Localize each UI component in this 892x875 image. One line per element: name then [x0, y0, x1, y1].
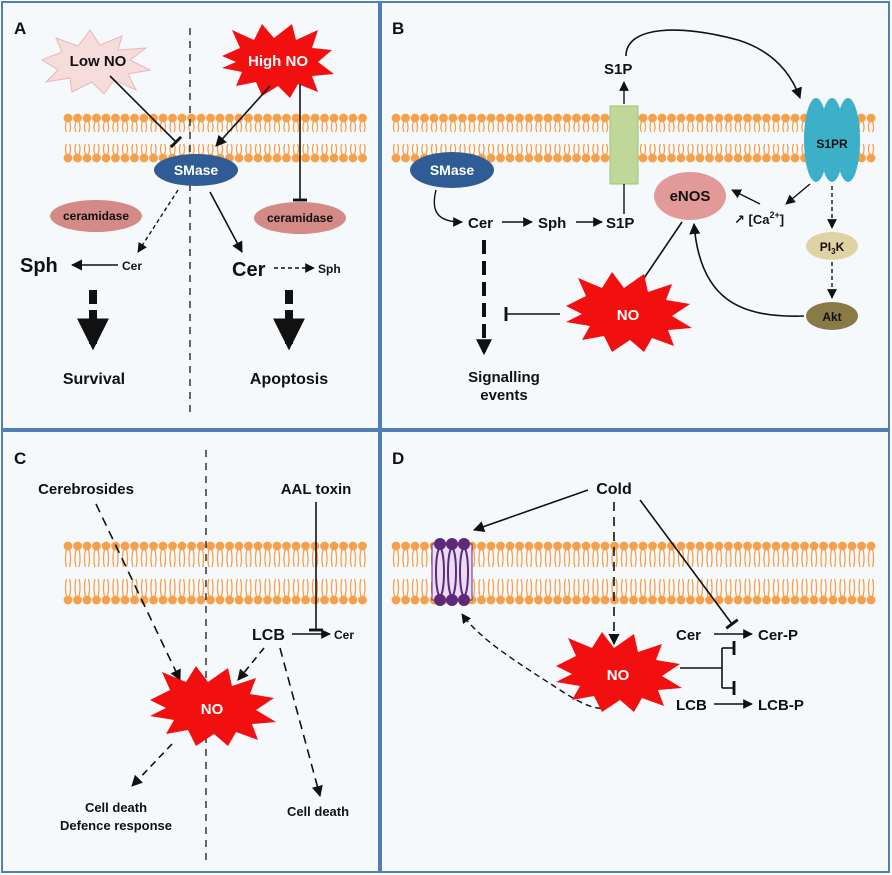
smase-b-label: SMase [430, 162, 475, 178]
smase-to-cer [433, 189, 463, 227]
enos [654, 172, 726, 220]
ceramidase-right [254, 202, 346, 234]
s1pr-label: S1PR [816, 137, 848, 151]
cerebrosides-label: Cerebrosides [38, 481, 134, 498]
lcb-d-label: LCB [676, 697, 707, 714]
pi3k [806, 232, 858, 260]
panel-b-frame [380, 1, 890, 430]
s1p-top-label: S1P [604, 61, 632, 78]
no-star-c [150, 666, 276, 746]
no-to-cell-death-left [131, 743, 173, 787]
no-label-c: NO [201, 701, 224, 718]
ceramidase-right-label: ceramidase [267, 211, 333, 225]
cer-c-label: Cer [334, 628, 354, 642]
cold-to-channel [472, 489, 589, 532]
calcium-to-enos [731, 189, 761, 205]
s1p-channel [609, 105, 639, 185]
panel-b: B S1P S1PR SMase eNOS ↗ [Ca2+] PI3K Akt … [392, 19, 860, 404]
panel-b-letter: B [392, 19, 404, 38]
low-no-star [40, 29, 152, 95]
cold-label: Cold [596, 481, 632, 498]
membrane-c [63, 541, 367, 605]
panel-a-letter: A [14, 19, 26, 38]
panel-d: D Cold NO Cer Cer-P LCB LCB-P [392, 449, 804, 714]
enos-label: eNOS [670, 188, 711, 205]
s1pr-to-calcium [785, 183, 811, 205]
no-to-channel-feedback [461, 613, 615, 710]
cer-right-label: Cer [232, 259, 266, 281]
ceramidase-left-label: ceramidase [63, 209, 129, 223]
panel-d-letter: D [392, 449, 404, 468]
smase-b [410, 152, 494, 188]
membrane-d [391, 541, 876, 605]
high-no-label: High NO [248, 53, 308, 70]
cell-death-left-2: Defence response [60, 818, 172, 833]
low-no-inhibit [109, 75, 183, 149]
smase-a [154, 154, 238, 186]
smase-to-cer-left [137, 189, 179, 253]
signalling-label-2: events [480, 387, 528, 404]
cell-death-right: Cell death [287, 804, 349, 819]
lcb-to-cell-death [279, 647, 323, 798]
signalling-label-1: Signalling [468, 369, 540, 386]
cer-left-label: Cer [122, 259, 142, 273]
sph-b-label: Sph [538, 215, 566, 232]
apoptosis-label: Apoptosis [250, 371, 328, 388]
no-star-b [566, 272, 692, 352]
survival-label: Survival [63, 371, 125, 388]
no-star-d [556, 632, 682, 712]
purple-channel [431, 538, 473, 606]
sph-right-label: Sph [318, 262, 341, 276]
akt-to-enos [689, 222, 805, 317]
cold-inhibit-cer [639, 499, 739, 630]
akt-label: Akt [822, 310, 841, 324]
s1p-b-label: S1P [606, 215, 634, 232]
cer-b-label: Cer [468, 215, 493, 232]
no-label-b: NO [617, 307, 640, 324]
panel-c-letter: C [14, 449, 26, 468]
calcium-label: ↗ [Ca2+] [734, 210, 784, 227]
cer-d-label: Cer [676, 627, 701, 644]
s1p-to-s1pr-arrow [625, 29, 802, 100]
high-no-star [222, 24, 334, 98]
pi3k-label: PI3K [820, 240, 845, 256]
high-no-activate [215, 85, 271, 147]
cerebrosides-to-no [95, 503, 181, 682]
panel-a: A Low NO High NO SMase ceramidase cerami… [14, 19, 346, 418]
lcb-c-label: LCB [252, 627, 285, 644]
no-inhibit-bracket [680, 648, 723, 688]
aal-toxin-label: AAL toxin [281, 481, 352, 498]
smase-to-cer-right [209, 191, 243, 253]
low-no-label: Low NO [70, 53, 127, 70]
ceramidase-left [50, 200, 142, 232]
no-label-d: NO [607, 667, 630, 684]
panel-c: C Cerebrosides AAL toxin LCB Cer NO Cell… [14, 449, 354, 862]
smase-a-label: SMase [174, 162, 219, 178]
lcb-p-label: LCB-P [758, 697, 804, 714]
akt [806, 302, 858, 330]
s1pr-receptor [804, 98, 860, 182]
lcb-to-no [237, 647, 265, 681]
cer-p-label: Cer-P [758, 627, 798, 644]
sph-left-label: Sph [20, 255, 58, 277]
cell-death-left-1: Cell death [85, 800, 147, 815]
